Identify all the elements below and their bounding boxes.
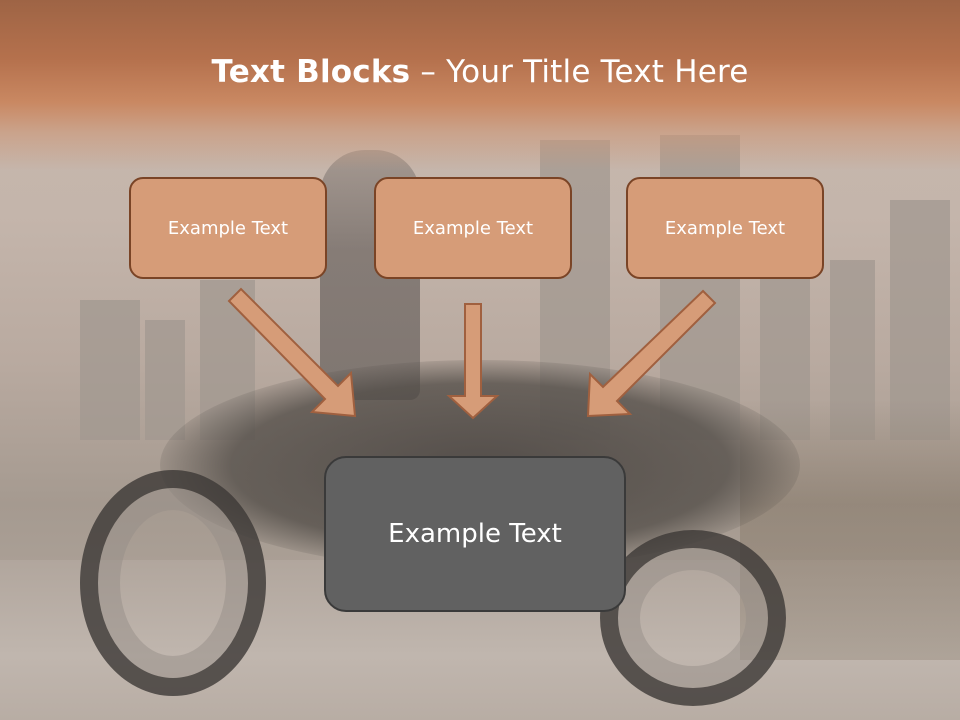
main-text-block-label: Example Text	[388, 519, 562, 549]
skyline-building	[830, 260, 875, 440]
arrow-right	[586, 289, 717, 418]
arrow-left	[227, 287, 357, 418]
text-block-label: Example Text	[167, 217, 289, 239]
title-bold-text: Text Blocks	[211, 54, 411, 90]
skyline-building	[890, 200, 950, 440]
skyline-building	[145, 320, 185, 440]
title-band	[0, 0, 960, 170]
slide-title: Text Blocks – Your Title Text Here	[0, 54, 960, 90]
text-block-label: Example Text	[664, 217, 786, 239]
title-rest-text: Your Title Text Here	[446, 54, 749, 90]
text-block-label: Example Text	[412, 217, 534, 239]
text-block-3[interactable]: Example Text	[626, 177, 824, 279]
skyline-building	[80, 300, 140, 440]
text-block-2[interactable]: Example Text	[374, 177, 572, 279]
text-block-1[interactable]: Example Text	[129, 177, 327, 279]
title-dash: –	[410, 54, 447, 90]
arrow-center	[446, 303, 500, 420]
main-text-block[interactable]: Example Text	[324, 456, 626, 612]
